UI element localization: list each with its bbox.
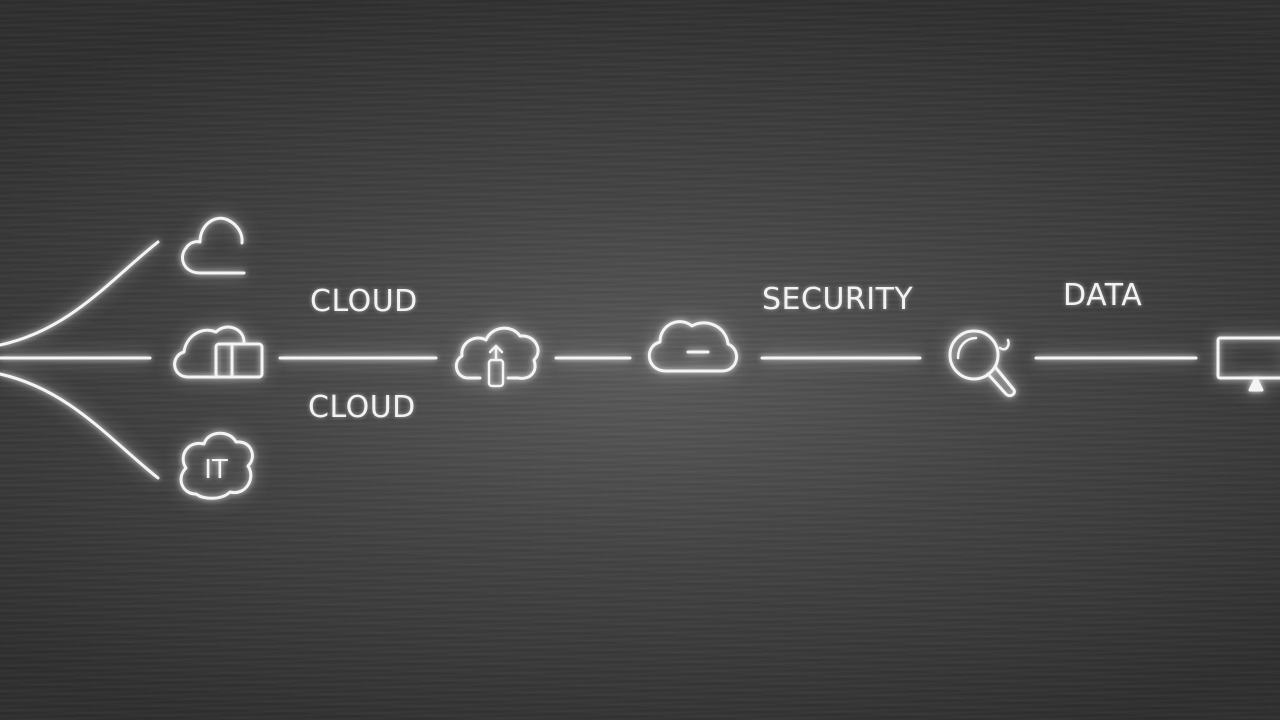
connector-fan-bottom <box>0 372 160 480</box>
label-security: SECURITY <box>762 282 914 317</box>
cloud-icon-center <box>648 320 738 373</box>
monitor-icon <box>1216 336 1280 392</box>
label-cloud-top: CLOUD <box>310 284 418 319</box>
label-data: DATA <box>1063 278 1143 313</box>
magnifier-icon <box>948 329 1016 398</box>
connector-fan-top <box>0 240 160 347</box>
cloud-icon <box>181 216 246 275</box>
cloud-document-icon <box>173 325 264 379</box>
it-cloud-icon <box>179 431 254 500</box>
cloud-upload-icon <box>454 326 540 388</box>
connector-lines <box>0 240 1198 480</box>
label-cloud-bottom: CLOUD <box>308 390 416 425</box>
it-badge-text: IT <box>204 455 228 485</box>
